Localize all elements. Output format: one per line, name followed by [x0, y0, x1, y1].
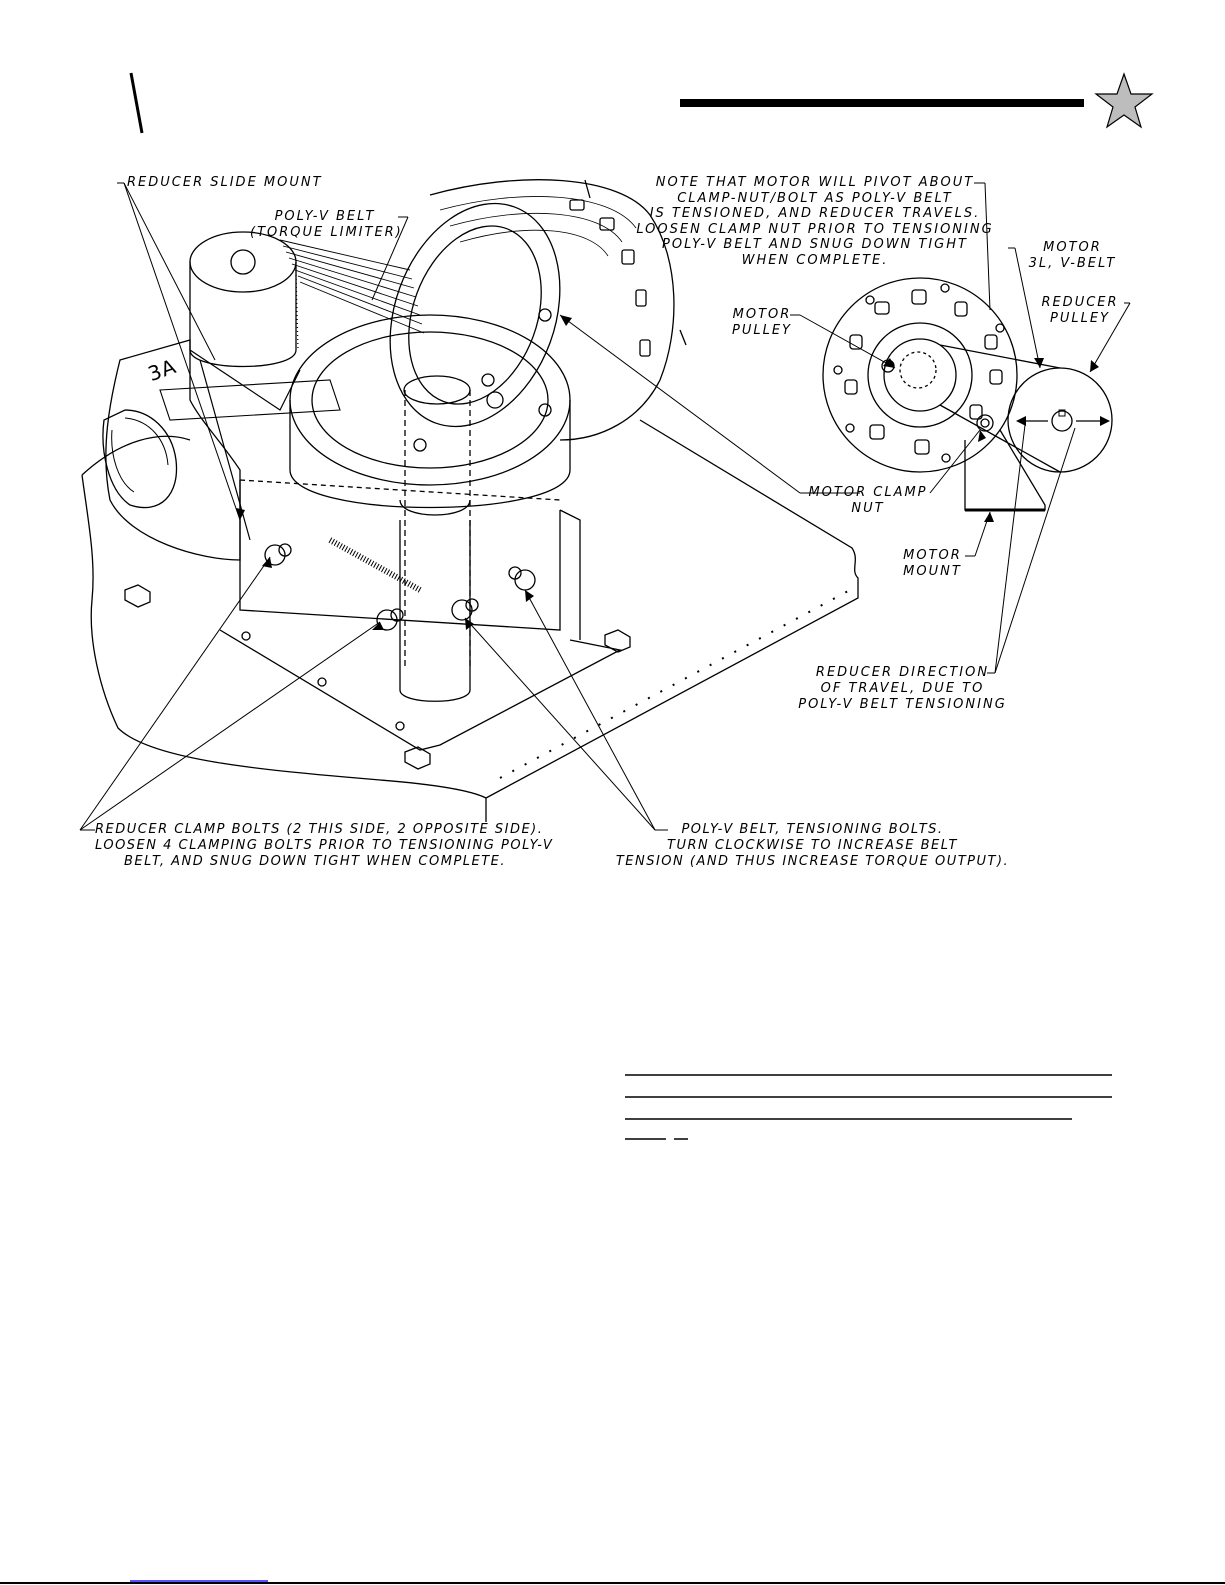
label-reducer-pulley: REDUCER PULLEY	[1041, 295, 1119, 326]
large-pulley	[289, 314, 571, 486]
reducer-cap	[102, 409, 178, 509]
motor-face-slots	[833, 283, 1005, 463]
label-pivot-note: NOTE THAT MOTOR WILL PIVOT ABOUT CLAMP-N…	[636, 175, 994, 268]
label-tensioning-bolts: POLY-V BELT, TENSIONING BOLTS. TURN CLOC…	[615, 822, 1010, 869]
label-motor-mount: MOTOR MOUNT	[903, 548, 962, 579]
label-motor-clamp-nut: MOTOR CLAMP NUT	[808, 485, 928, 516]
label-motor-pulley: MOTOR PULLEY	[732, 307, 792, 338]
center-shaft	[404, 390, 471, 670]
motor-face-detail	[822, 277, 1018, 473]
label-motor-v-belt: MOTOR 3L, V-BELT	[1028, 240, 1117, 271]
motor-body	[429, 179, 675, 441]
main-assembly	[81, 179, 859, 822]
label-reducer-slide-mount: REDUCER SLIDE MOUNT	[127, 175, 323, 190]
motor-clamp-nut-detail	[976, 414, 994, 432]
bolt-group	[124, 308, 631, 770]
detail-leaders	[790, 247, 1131, 674]
star-icon	[1094, 72, 1154, 129]
motor-face	[389, 202, 561, 428]
leader-lines	[79, 182, 991, 831]
label-reducer-direction: REDUCER DIRECTION OF TRAVEL, DUE TO POLY…	[798, 665, 1007, 712]
reducer-drum-top	[189, 231, 297, 293]
header-rule	[680, 99, 1084, 107]
threaded-rod	[328, 537, 422, 593]
base-plate	[81, 419, 859, 822]
detail-view	[822, 277, 1113, 512]
poly-v-belt-lines	[279, 239, 425, 334]
arrowheads	[236, 315, 572, 630]
label-reducer-clamp-bolts: REDUCER CLAMP BOLTS (2 THIS SIDE, 2 OPPO…	[95, 822, 554, 869]
slide-mount	[219, 480, 622, 751]
header-slash	[129, 72, 144, 134]
blank-lines	[625, 1074, 1112, 1140]
label-poly-v-belt: POLY-V BELT (TORQUE LIMITER)	[250, 209, 403, 240]
housing-marking: 3A	[144, 353, 180, 387]
detail-leader-arrows	[883, 358, 1099, 522]
detail-arrowheads	[1016, 416, 1110, 426]
